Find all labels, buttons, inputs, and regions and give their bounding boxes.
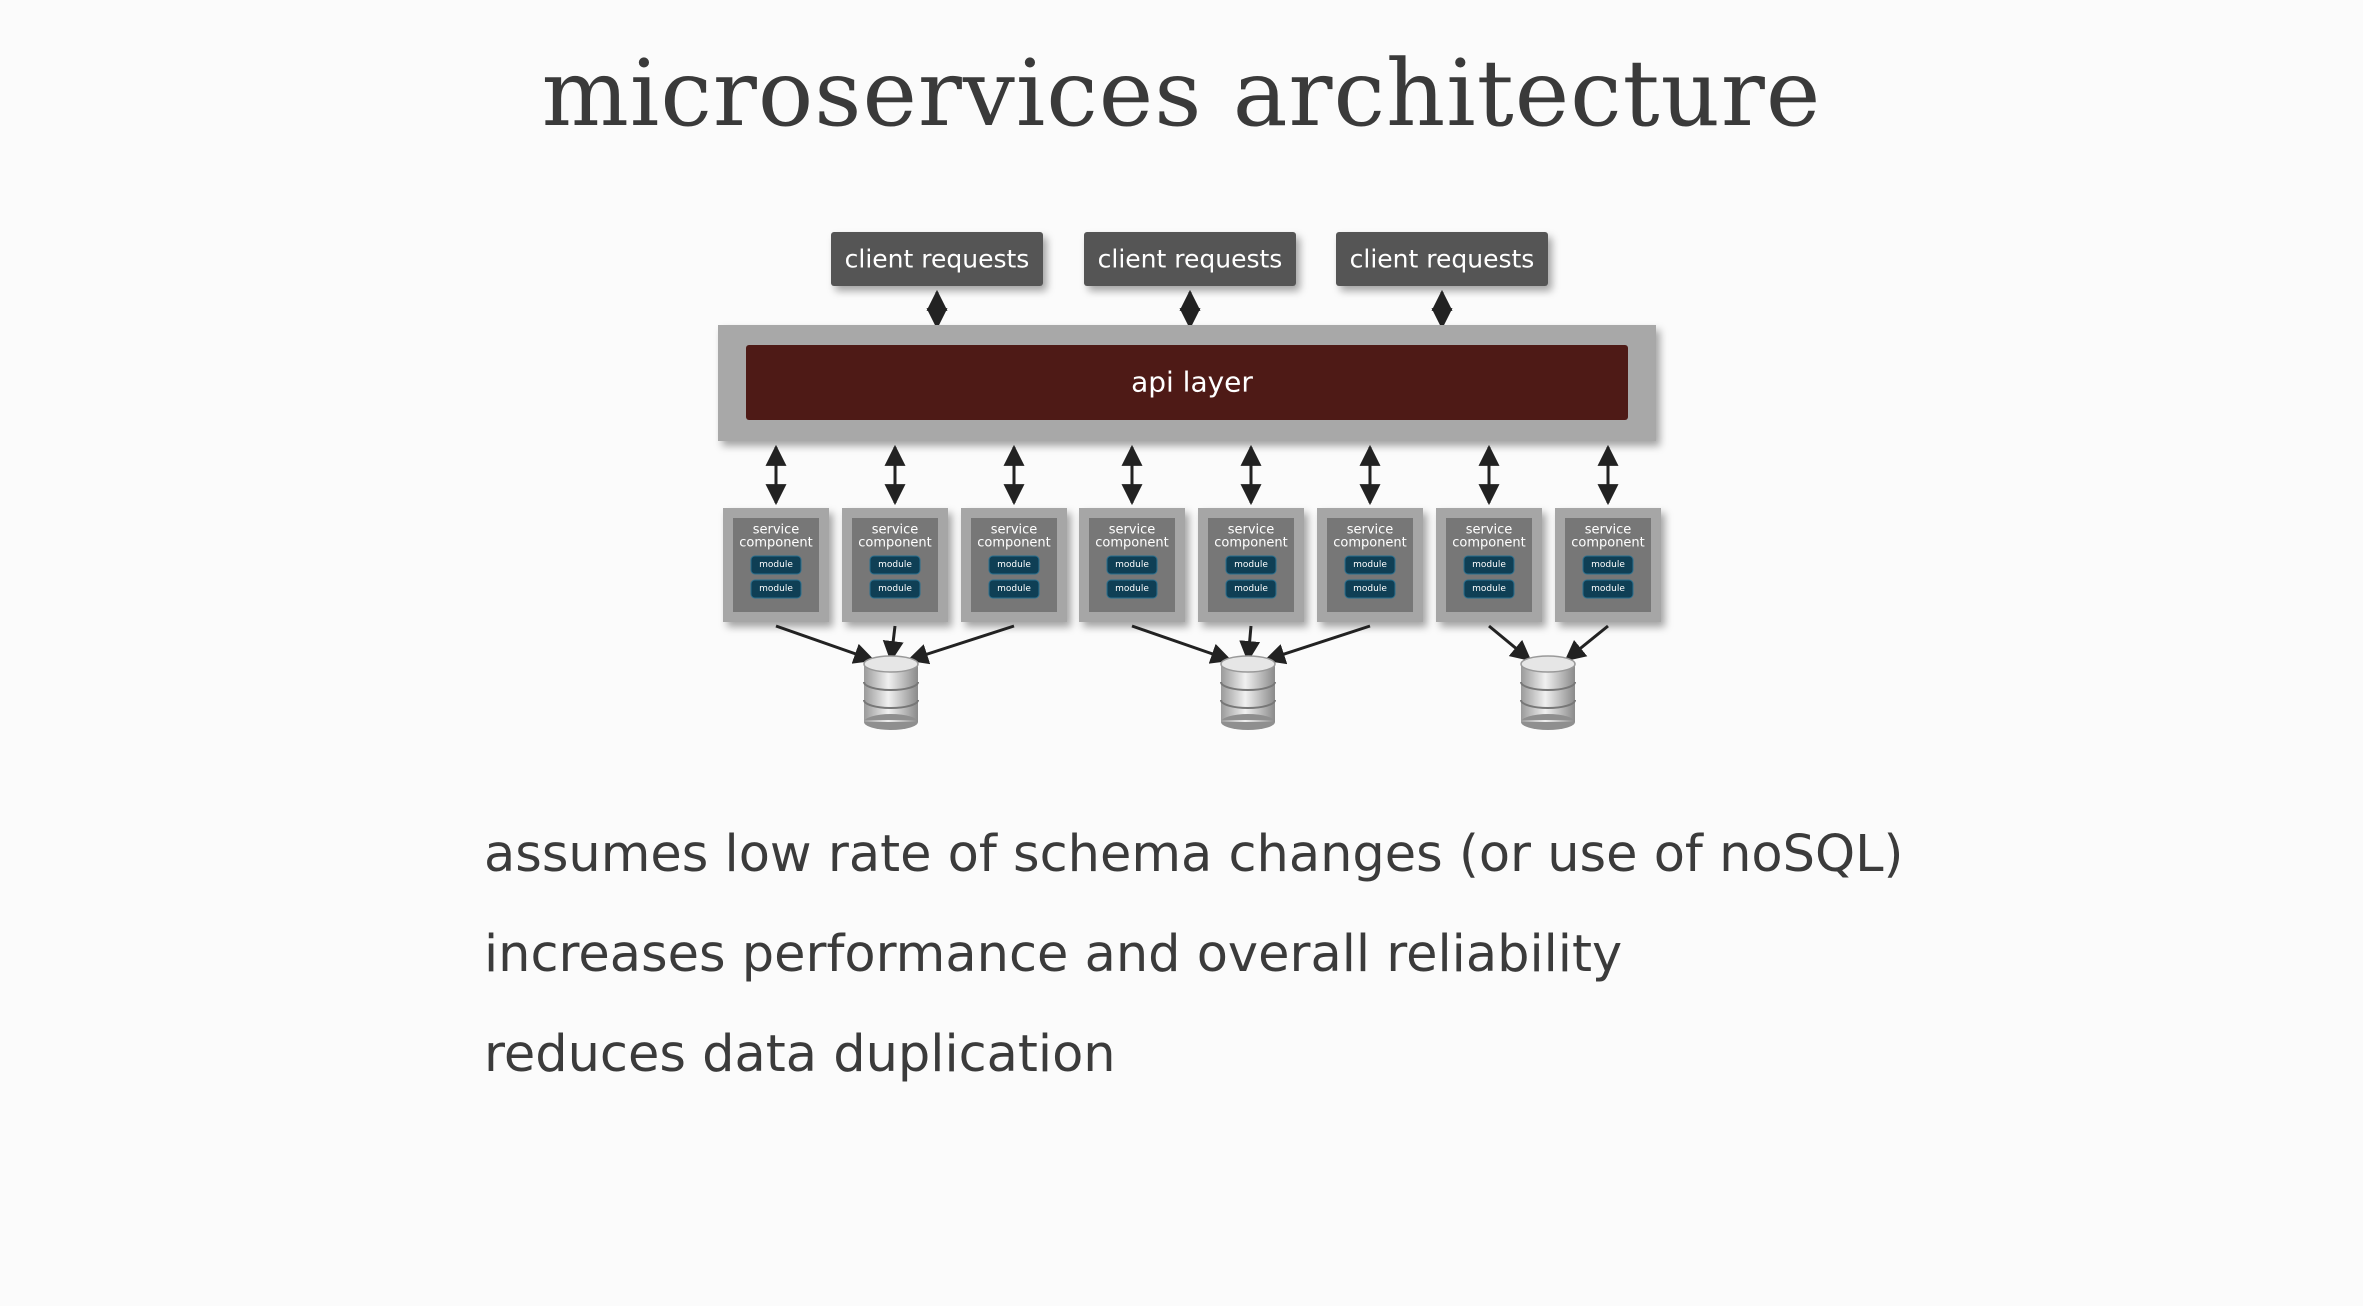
database-top bbox=[863, 655, 919, 673]
service-db-arrow bbox=[1239, 625, 1261, 663]
service-db-arrow bbox=[1264, 624, 1371, 665]
module-box bbox=[1225, 555, 1277, 575]
service-label: service bbox=[1585, 523, 1632, 538]
api-layer-label: api layer bbox=[1131, 366, 1253, 399]
module-label: module bbox=[1234, 560, 1268, 570]
module-label: module bbox=[1591, 584, 1625, 594]
module-label: module bbox=[1591, 560, 1625, 570]
client-request-box bbox=[1336, 232, 1548, 286]
module-label: module bbox=[1115, 584, 1149, 594]
module-box bbox=[1582, 579, 1634, 599]
database-bottom-edge bbox=[1521, 720, 1575, 722]
service-db-arrow bbox=[882, 625, 904, 663]
module-label: module bbox=[1353, 584, 1387, 594]
slide-title: microservices architecture bbox=[541, 40, 1822, 147]
database-icon bbox=[1220, 655, 1276, 730]
module-label: module bbox=[1472, 584, 1506, 594]
database-bottom-edge bbox=[864, 720, 918, 722]
module-box bbox=[1463, 555, 1515, 575]
service-label: service bbox=[991, 523, 1038, 538]
bullet-item: assumes low rate of schema changes (or u… bbox=[484, 825, 1904, 884]
module-label: module bbox=[1353, 560, 1387, 570]
database-ring bbox=[1220, 699, 1276, 709]
database-ring bbox=[1520, 681, 1576, 691]
bullet-item: increases performance and overall reliab… bbox=[484, 925, 1623, 984]
client-request-label: client requests bbox=[845, 245, 1030, 274]
service-label: component bbox=[1333, 536, 1407, 551]
module-label: module bbox=[759, 584, 793, 594]
module-box bbox=[1106, 579, 1158, 599]
service-label: service bbox=[1109, 523, 1156, 538]
module-box bbox=[1106, 555, 1158, 575]
service-label: service bbox=[1228, 523, 1275, 538]
service-label: service bbox=[1347, 523, 1394, 538]
module-box bbox=[988, 555, 1040, 575]
module-label: module bbox=[878, 584, 912, 594]
module-label: module bbox=[1115, 560, 1149, 570]
service-label: service bbox=[872, 523, 919, 538]
module-label: module bbox=[759, 560, 793, 570]
service-label: service bbox=[753, 523, 800, 538]
module-box bbox=[750, 555, 802, 575]
client-request-label: client requests bbox=[1350, 245, 1535, 274]
database-ring bbox=[1220, 681, 1276, 691]
module-box bbox=[988, 579, 1040, 599]
module-label: module bbox=[997, 560, 1031, 570]
module-box bbox=[1463, 579, 1515, 599]
service-label: component bbox=[977, 536, 1051, 551]
database-ring bbox=[1520, 699, 1576, 709]
service-label: component bbox=[1095, 536, 1169, 551]
database-bottom-edge bbox=[1221, 720, 1275, 722]
service-db-arrow bbox=[775, 624, 875, 664]
module-box bbox=[750, 579, 802, 599]
module-box bbox=[1582, 555, 1634, 575]
database-body bbox=[1221, 664, 1275, 722]
module-box bbox=[869, 579, 921, 599]
client-request-box bbox=[831, 232, 1043, 286]
api-layer-bar bbox=[746, 345, 1628, 420]
database-top bbox=[1220, 655, 1276, 673]
module-box bbox=[1225, 579, 1277, 599]
module-box bbox=[1344, 579, 1396, 599]
bullet-item: reduces data duplication bbox=[484, 1025, 1116, 1084]
service-label: component bbox=[1214, 536, 1288, 551]
module-box bbox=[869, 555, 921, 575]
bullet-list: assumes low rate of schema changes (or u… bbox=[484, 815, 1903, 1115]
module-label: module bbox=[997, 584, 1031, 594]
module-label: module bbox=[1234, 584, 1268, 594]
service-label: component bbox=[858, 536, 932, 551]
database-ring bbox=[863, 699, 919, 709]
service-label: service bbox=[1466, 523, 1513, 538]
client-request-box bbox=[1084, 232, 1296, 286]
service-db-arrow bbox=[907, 624, 1015, 665]
client-request-label: client requests bbox=[1098, 245, 1283, 274]
database-icon bbox=[863, 655, 919, 730]
service-db-arrow bbox=[1488, 624, 1532, 662]
database-body bbox=[1521, 664, 1575, 722]
service-label: component bbox=[739, 536, 813, 551]
database-body bbox=[864, 664, 918, 722]
architecture-diagram: client requests client requests client req… bbox=[718, 232, 1661, 730]
module-box bbox=[1344, 555, 1396, 575]
database-icon bbox=[1520, 655, 1576, 730]
database-top bbox=[1520, 655, 1576, 673]
service-db-arrow bbox=[1131, 624, 1232, 664]
module-label: module bbox=[878, 560, 912, 570]
service-db-arrow bbox=[1564, 624, 1609, 662]
module-label: module bbox=[1472, 560, 1506, 570]
service-label: component bbox=[1452, 536, 1526, 551]
service-label: component bbox=[1571, 536, 1645, 551]
database-ring bbox=[863, 681, 919, 691]
